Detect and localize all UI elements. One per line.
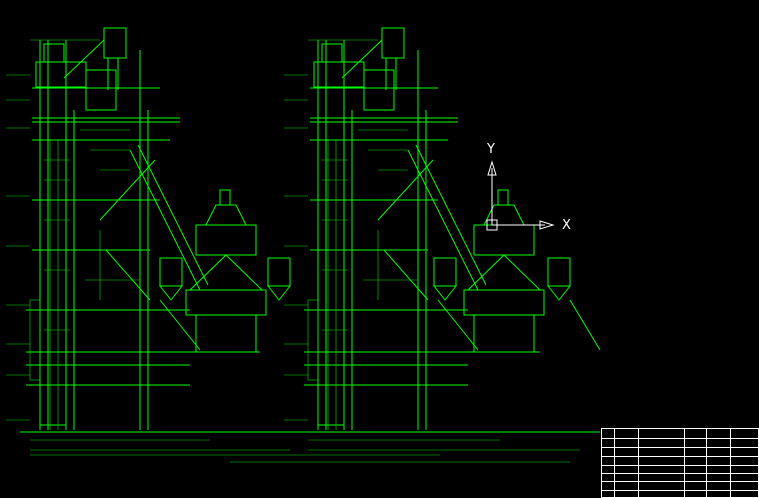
right-plant-elevation bbox=[284, 27, 601, 451]
ucs-x-axis-label: X bbox=[562, 218, 571, 233]
left-plant-elevation bbox=[6, 27, 300, 451]
ucs-icon bbox=[486, 160, 555, 231]
title-block bbox=[601, 428, 759, 498]
ucs-y-axis-label: Y bbox=[487, 142, 495, 157]
